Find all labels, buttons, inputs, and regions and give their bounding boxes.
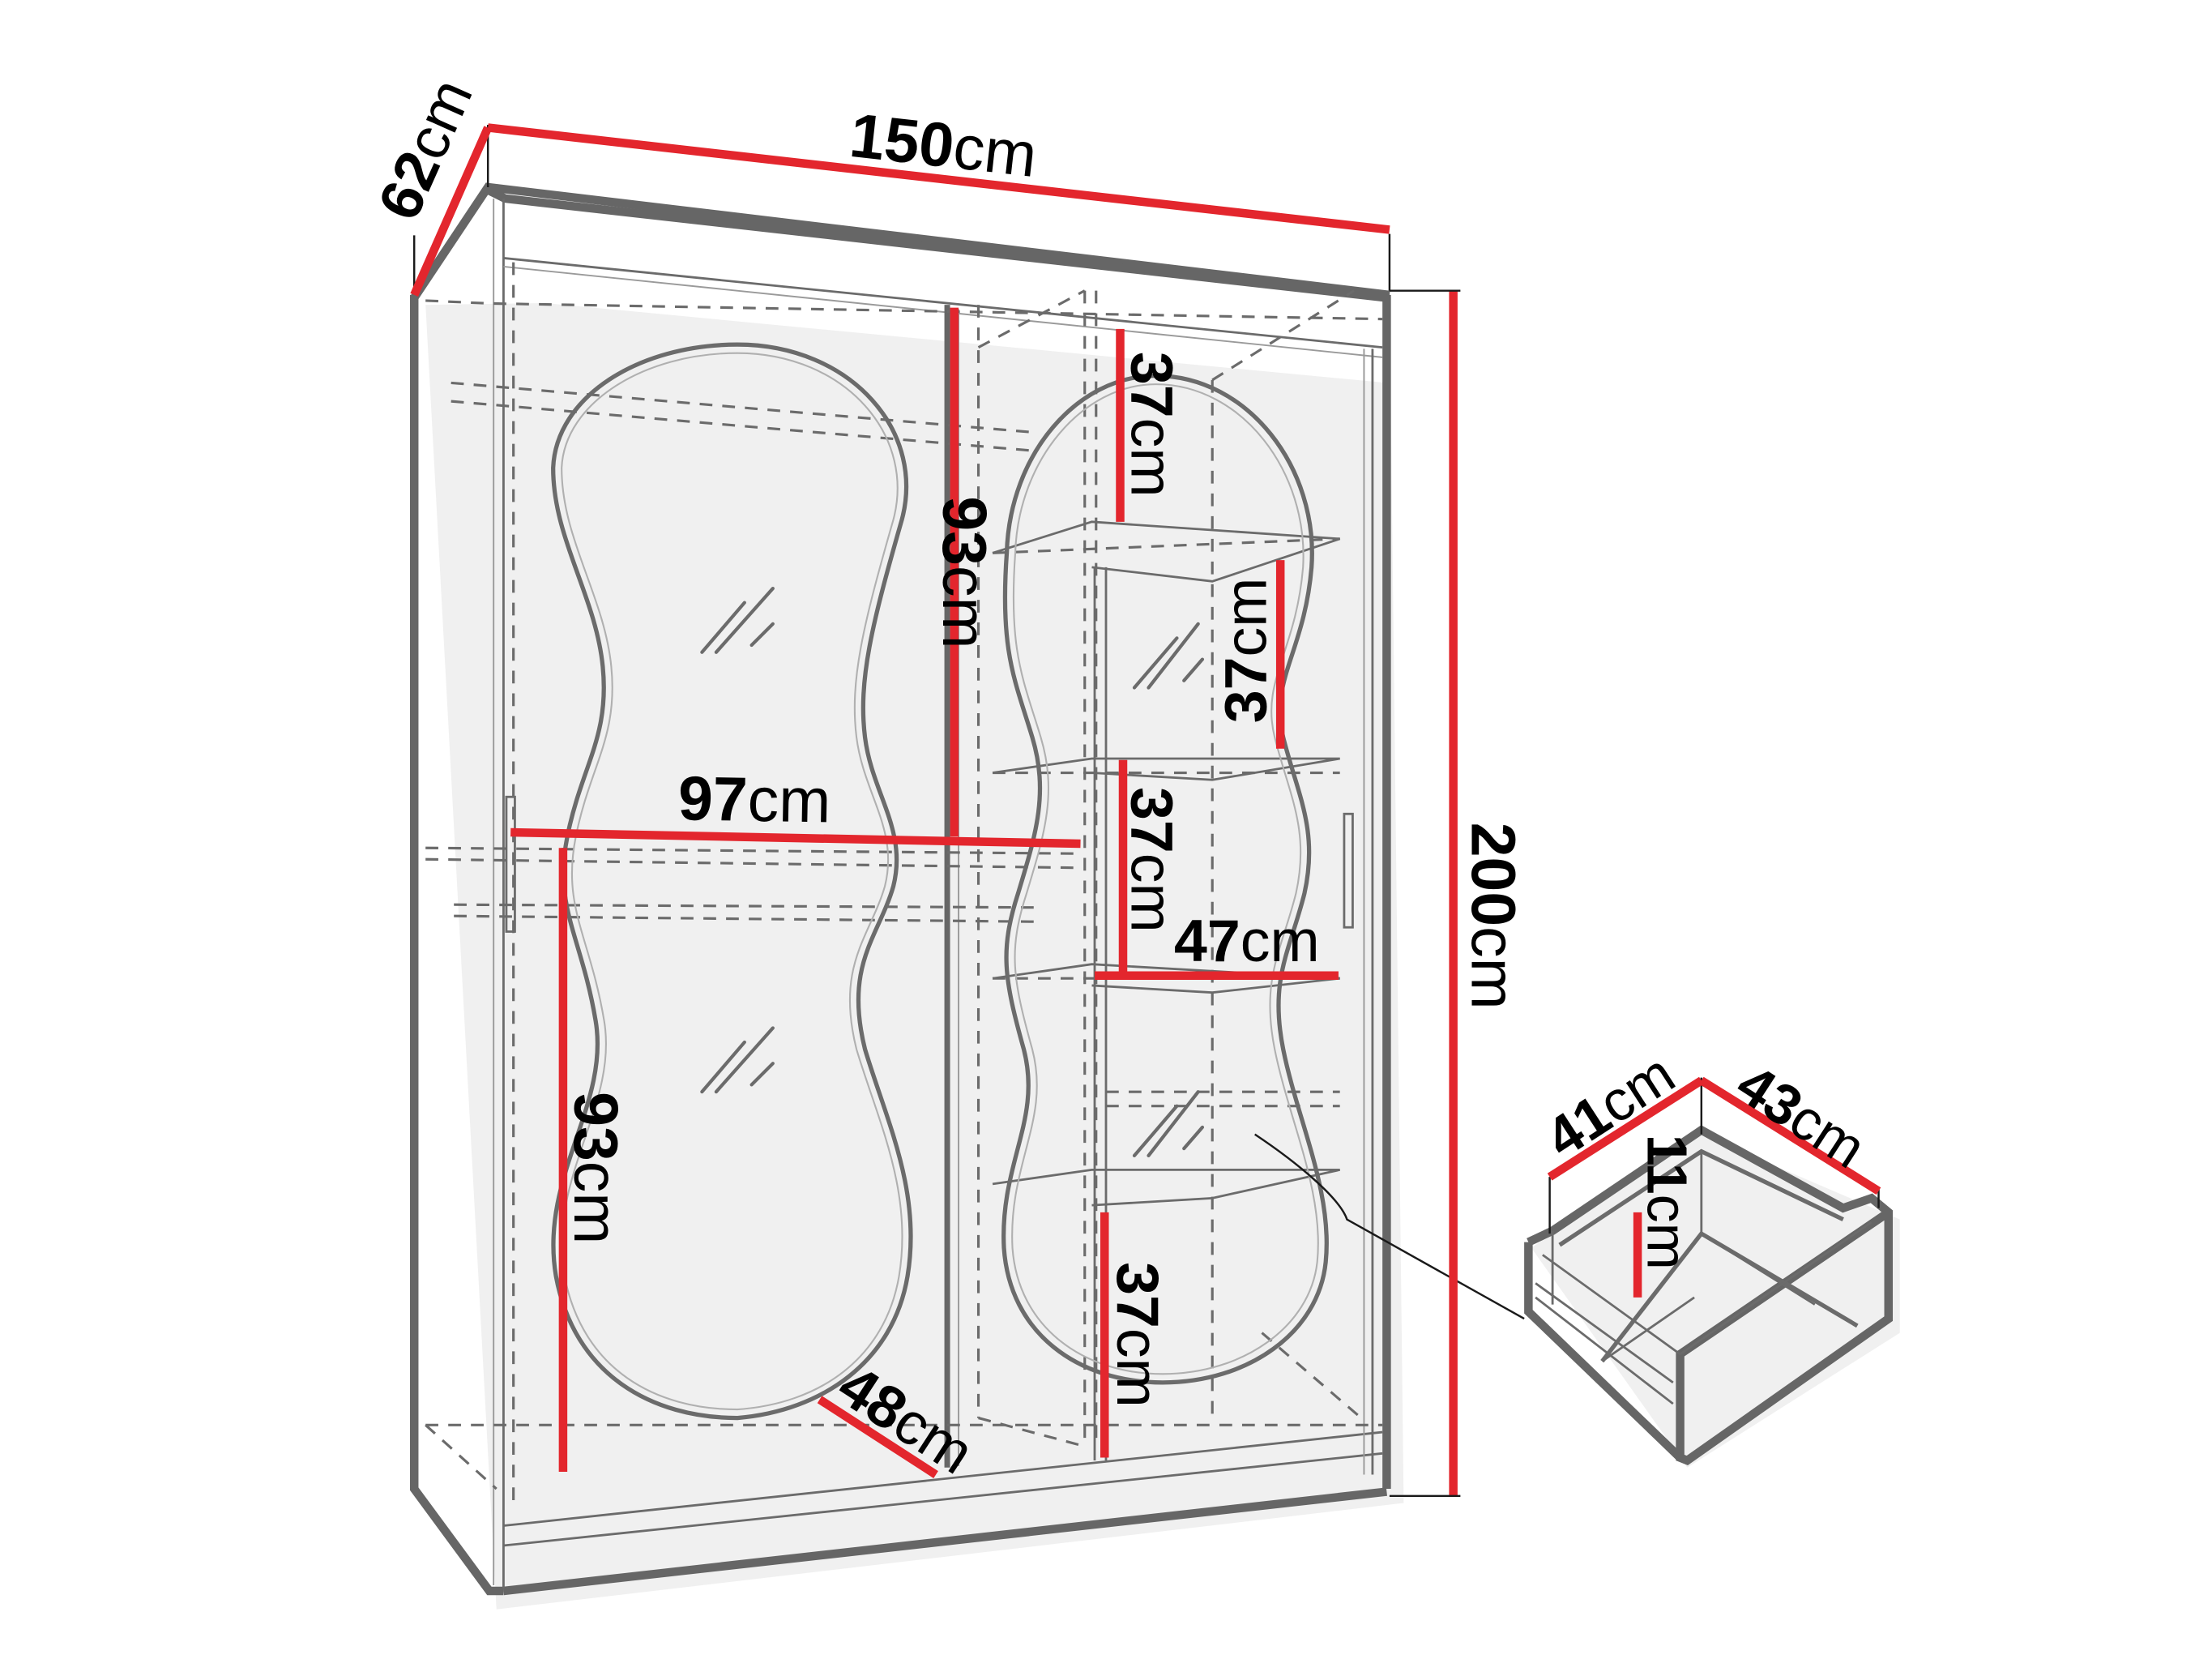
label-rail-width: 97cm xyxy=(677,763,831,836)
dim-line-drawer-41 xyxy=(1547,1076,1704,1181)
dim-line-rail-97 xyxy=(510,827,1081,849)
label-drawer-height: 11cm xyxy=(1635,1135,1698,1270)
label-height: 200cm xyxy=(1458,823,1527,1010)
dimension-labels: 62cm 150cm 200cm 93cm 97cm 93cm 48cm 37c… xyxy=(365,69,1877,1487)
glare-icon xyxy=(700,601,746,654)
label-shelf-gap-3: 37cm xyxy=(1118,787,1185,933)
label-shelf-gap-1: 37cm xyxy=(1118,352,1185,498)
drawer-detail xyxy=(1524,1076,1900,1468)
label-depth: 62cm xyxy=(365,69,485,229)
label-hanging-upper: 93cm xyxy=(929,496,999,648)
interior-dashed-lines xyxy=(425,262,1383,1503)
left-wavy-mirror xyxy=(551,342,913,1421)
dimension-lines xyxy=(410,123,1461,1498)
label-shelf-gap-2: 37cm xyxy=(1212,578,1279,724)
wardrobe-body xyxy=(409,124,1404,1610)
dim-line-drawer-43 xyxy=(1699,1076,1881,1195)
label-shelf-gap-4: 37cm xyxy=(1104,1262,1172,1408)
label-hanging-lower: 93cm xyxy=(561,1092,630,1244)
dim-line-depth-48 xyxy=(817,1396,938,1478)
label-width: 150cm xyxy=(847,100,1040,190)
dim-line-depth xyxy=(410,126,492,297)
label-shelf-width: 47cm xyxy=(1174,907,1320,974)
dim-line-width xyxy=(487,123,1390,234)
